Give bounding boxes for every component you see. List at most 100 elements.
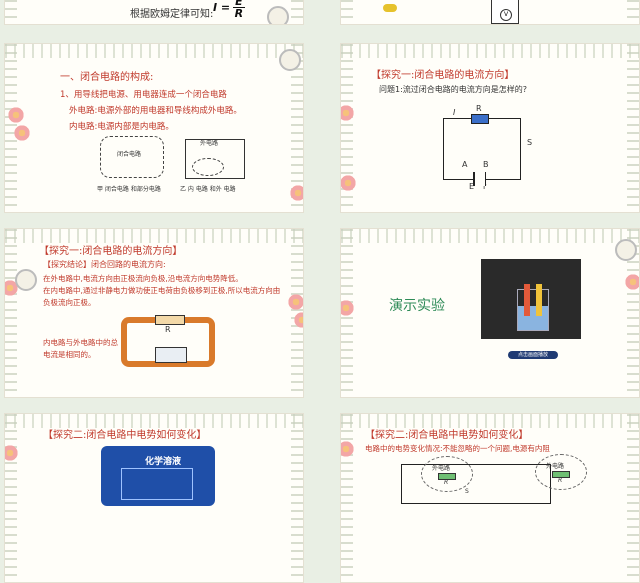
figure-label: 闭合电路 — [117, 151, 142, 158]
section-heading: 【探究二:闭合电路中电势如何变化】 — [365, 430, 529, 441]
vine-decoration — [627, 44, 639, 212]
section-heading: 【探究二:闭合电路中电势如何变化】 — [43, 430, 207, 441]
circuit-diagram: R — [121, 315, 215, 367]
section-heading: 【探究一:闭合电路的电流方向】 — [371, 70, 515, 81]
slide-7[interactable]: 【探究二:闭合电路中电势如何变化】 化学溶液 — [4, 413, 304, 583]
decorative-badge — [267, 6, 289, 24]
formula-prefix: 根据欧姆定律可知: — [130, 9, 214, 20]
question-text: 问题1:流过闭合电路的电流方向是怎样的? — [379, 85, 528, 94]
flower-decoration — [293, 311, 303, 329]
circuit-loop — [443, 118, 521, 180]
flower-decoration — [341, 174, 357, 192]
caption-left: 甲 闭合电路 和部分电路 — [97, 186, 161, 193]
vine-decoration — [627, 229, 639, 397]
label-I: I — [453, 108, 456, 117]
conclusion-line-3: 负极流向正极。 — [43, 298, 96, 307]
vine-decoration — [341, 0, 353, 24]
flower-decoration — [341, 104, 355, 122]
vine-decoration — [5, 414, 17, 582]
slide-8[interactable]: 【探究二:闭合电路中电势如何变化】 电路中的电势变化情况:不能忽略的一个问题,电… — [340, 413, 640, 583]
vine-decoration — [341, 44, 639, 58]
resistor — [438, 473, 456, 480]
vine-decoration — [291, 0, 303, 24]
vine-decoration — [5, 414, 303, 428]
label-B: B — [483, 160, 489, 169]
explanation-line: 电路中的电势变化情况:不能忽略的一个问题,电源有内阻 — [365, 444, 550, 453]
flower-decoration — [13, 124, 31, 142]
resistor — [471, 114, 489, 124]
vine-decoration — [341, 229, 639, 243]
slide-6[interactable]: 演示实验 点击画面播放 — [340, 228, 640, 398]
label-S: S — [527, 138, 533, 147]
line-1: 1、用导线把电源、用电器连成一个闭合电路 — [60, 90, 227, 100]
vine-decoration — [291, 414, 303, 582]
line-3: 内电路:电源内部是内电路。 — [69, 122, 174, 132]
formula-numerator: E — [233, 0, 245, 8]
voltmeter-label: V — [500, 9, 512, 21]
slide-1[interactable]: 根据欧姆定律可知: I = E R — [4, 0, 304, 25]
slide-5[interactable]: 【探究一:闭合电路的电流方向】 【探究结论】闭合回路的电流方向: 在外电路中,电… — [4, 228, 304, 398]
conclusion-heading: 【探究结论】闭合回路的电流方向: — [43, 260, 166, 269]
decorative-badge — [15, 269, 37, 291]
vine-decoration — [627, 0, 639, 24]
label-A: A — [462, 160, 468, 169]
resistor-right — [552, 471, 570, 478]
vine-decoration — [5, 0, 17, 24]
outer-label: 外电路 — [432, 465, 451, 472]
caption-right: 乙 内 电路 和外 电路 — [180, 186, 236, 193]
solution-label: 化学溶液 — [145, 457, 182, 467]
slide-3[interactable]: 一、闭合电路的构成: 1、用导线把电源、用电器连成一个闭合电路 外电路:电源外部… — [4, 43, 304, 213]
label-r: r — [483, 182, 487, 191]
outer-circuit-oval: 外电路 R — [421, 456, 473, 492]
formula: I = E R — [213, 0, 245, 19]
label-R: R — [476, 104, 482, 113]
conclusion-line-2: 在内电路中,通过非静电力做功使正电荷由负极移到正极,所以电流方向由 — [43, 286, 281, 295]
vine-decoration — [341, 44, 353, 212]
decorative-badge — [279, 49, 301, 71]
section-heading: 一、闭合电路的构成: — [60, 72, 154, 83]
R-label: R — [444, 479, 449, 486]
play-button[interactable]: 点击画面播放 — [508, 351, 558, 359]
flower-decoration — [624, 273, 639, 291]
flower-decoration — [5, 444, 19, 462]
electrode-left — [524, 284, 530, 316]
flower-decoration — [341, 299, 355, 317]
S-label: S — [465, 488, 469, 495]
outer-circuit-oval-right: 外电路 R — [535, 454, 587, 490]
vine-decoration — [627, 414, 639, 582]
vine-decoration — [291, 44, 303, 212]
formula-lhs: I = — [213, 1, 231, 14]
electrode-right — [536, 284, 542, 316]
flower-decoration — [341, 440, 355, 458]
side-note-1: 内电路与外电路中的总 — [43, 338, 118, 347]
outer-label-right: 外电路 — [546, 463, 565, 470]
resistor-label: R — [165, 325, 171, 334]
vine-decoration — [5, 229, 17, 397]
label-E: E — [469, 182, 475, 191]
battery-block — [155, 347, 187, 363]
line-2: 外电路:电源外部的用电器和导线构成外电路。 — [69, 106, 242, 116]
slide-2[interactable]: V — [340, 0, 640, 25]
flower-decoration — [7, 106, 25, 124]
vine-decoration — [5, 229, 303, 243]
cell-diagram: 化学溶液 — [101, 446, 215, 506]
key-icon — [383, 4, 397, 12]
slide-4[interactable]: 【探究一:闭合电路的电流方向】 问题1:流过闭合电路的电流方向是怎样的? R I… — [340, 43, 640, 213]
circuit-figure-right: 外电路 — [185, 139, 245, 179]
inner-circuit-oval — [192, 158, 224, 176]
decorative-badge — [615, 239, 637, 261]
vine-decoration — [341, 414, 639, 428]
battery — [473, 172, 486, 186]
demo-title: 演示实验 — [389, 298, 445, 314]
side-note-2: 电流是相同的。 — [43, 350, 96, 359]
figure-label-outer: 外电路 — [200, 140, 219, 147]
R-label-right: R — [558, 477, 563, 484]
vine-decoration — [5, 44, 303, 58]
video-player[interactable] — [481, 259, 581, 339]
flower-decoration — [289, 184, 303, 202]
circuit-figure-left: 闭合电路 — [100, 136, 164, 178]
beaker — [517, 284, 549, 331]
inner-frame — [121, 468, 193, 500]
section-heading: 【探究一:闭合电路的电流方向】 — [39, 246, 183, 257]
resistor — [155, 315, 185, 325]
